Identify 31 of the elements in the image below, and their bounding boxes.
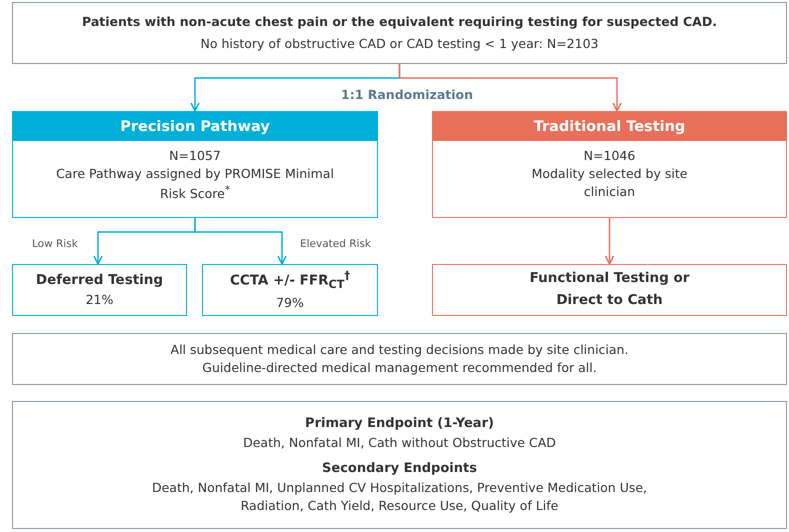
endpoints-box: [12, 401, 787, 529]
box-heading: Deferred Testing: [36, 271, 164, 290]
box-text: Care Pathway assigned by PROMISE Minimal Risk Score$^{*}$: [55, 165, 335, 204]
arrow: [194, 218, 287, 265]
endpoint-heading: Secondary Endpoints: [322, 460, 477, 478]
box-text: Modality selected by site clinician: [530, 165, 688, 202]
flow-box: [202, 264, 378, 316]
pathway-panel: [12, 111, 378, 218]
pathway-heading: Traditional Testing: [433, 112, 786, 141]
box-heading: Functional Testing or Direct to Cath: [528, 269, 690, 310]
flow-box: [12, 333, 787, 385]
endpoint-list: Death, Nonfatal MI, Cath without Obstructive CAD: [120, 434, 680, 452]
flow-box: [432, 264, 787, 316]
arrow: [604, 218, 614, 265]
box-text: 21%: [86, 290, 114, 309]
box-text: Guideline-directed medical management recommended for all.: [202, 359, 597, 377]
arrow: [398, 64, 622, 112]
box-text: 79%: [276, 294, 304, 312]
endpoint-heading: Primary Endpoint (1-Year): [305, 414, 494, 433]
flow-box: [12, 264, 187, 316]
box-text: N=1057: [168, 147, 222, 165]
box-text: All subsequent medical care and testing decisions made by site clinician.: [170, 340, 628, 359]
flow-box: [12, 2, 787, 64]
box-text: No history of obstructive CAD or CAD testing < 1 year: N=2103: [200, 34, 598, 53]
box-heading: Patients with non-acute chest pain or the equivalent requiring testing for suspected CAD.: [82, 13, 717, 32]
pathway-heading: Precision Pathway: [13, 112, 377, 141]
endpoint-list: Death, Nonfatal MI, Unplanned CV Hospitalizations, Preventive Medication Use, Radiation, Cath Yield, Resource Use, Quality of Life: [120, 478, 680, 516]
pathway-panel: [432, 111, 787, 218]
edge-label: Elevated Risk: [298, 238, 374, 250]
edge-label: Low Risk: [30, 238, 80, 250]
box-text: N=1046: [582, 147, 636, 165]
